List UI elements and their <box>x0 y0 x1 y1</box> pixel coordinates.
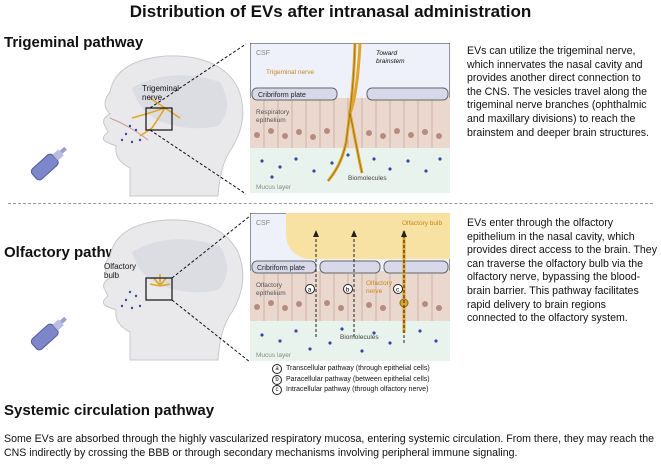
systemic-description: Some EVs are absorbed through the highly… <box>4 433 655 459</box>
nasal-spray-icon-2 <box>30 316 67 351</box>
olfactory-head-label: Olfactory bulb <box>104 262 137 280</box>
csf-label-2: CSF <box>256 220 270 227</box>
legend-item-b: b Paracellular pathway (between epitheli… <box>272 374 430 386</box>
olfactory-description: EVs enter through the olfactory epitheli… <box>467 217 657 325</box>
mucus-layer-label: Mucus layer <box>256 184 292 191</box>
olfactory-nerve-branches <box>149 274 171 287</box>
trigeminal-detail-panel: CSF Cribriform plate Trigeminal nerve To… <box>250 43 450 193</box>
legend-key-b: b <box>272 374 282 385</box>
biomolecules-label-2: Biomolecules <box>340 334 379 341</box>
trigeminal-zoom-lines <box>149 43 247 195</box>
legend-item-a: a Transcellular pathway (through epithel… <box>272 364 430 375</box>
legend-item-c: c Intracellular pathway (through olfacto… <box>272 385 430 396</box>
trigeminal-nerve-branches <box>131 97 181 137</box>
biomolecules-label: Biomolecules <box>348 175 387 182</box>
trigeminal-head-illustration <box>102 55 244 197</box>
marker-b: b <box>346 287 350 294</box>
olfactory-detail-panel: CSF Olfactory bulb Cribriform plate a b … <box>250 213 450 361</box>
olfactory-heading: Olfactory pathway <box>4 244 135 261</box>
legend-key-c: c <box>272 385 282 396</box>
systemic-heading: Systemic circulation pathway <box>4 402 215 419</box>
nasal-spray-icon <box>30 146 67 181</box>
legend-text-c: Intracellular pathway (through olfactory… <box>286 386 429 393</box>
cribriform-plate-label: Cribriform plate <box>258 92 306 99</box>
section-divider <box>8 203 653 204</box>
page-title: Distribution of EVs after intranasal adm… <box>129 2 532 21</box>
marker-c: c <box>396 287 400 294</box>
cribriform-plate-label-2: Cribriform plate <box>257 265 305 272</box>
olfactory-zoom-lines <box>171 215 251 363</box>
pathway-legend: a Transcellular pathway (through epithel… <box>272 364 430 396</box>
pathway-markers: a b c <box>305 284 403 294</box>
csf-label: CSF <box>256 50 270 57</box>
trigeminal-description: EVs can utilize the trigeminal nerve, wh… <box>467 45 649 139</box>
trigeminal-nerve-label: Trigeminal nerve <box>266 69 315 76</box>
transport-arrows <box>315 235 405 343</box>
mucus-layer-label-2: Mucus layer <box>256 352 292 359</box>
legend-text-b: Paracellular pathway (between epithelial… <box>286 375 430 383</box>
olfactory-bulb-label: Olfactory bulb <box>402 220 442 227</box>
legend-key-a: a <box>272 364 282 375</box>
trigeminal-heading: Trigeminal pathway <box>4 34 144 51</box>
marker-a: a <box>308 287 312 294</box>
legend-text-a: Transcellular pathway (through epithelia… <box>286 365 430 372</box>
trigeminal-head-label: Trigeminal nerve <box>142 84 180 102</box>
